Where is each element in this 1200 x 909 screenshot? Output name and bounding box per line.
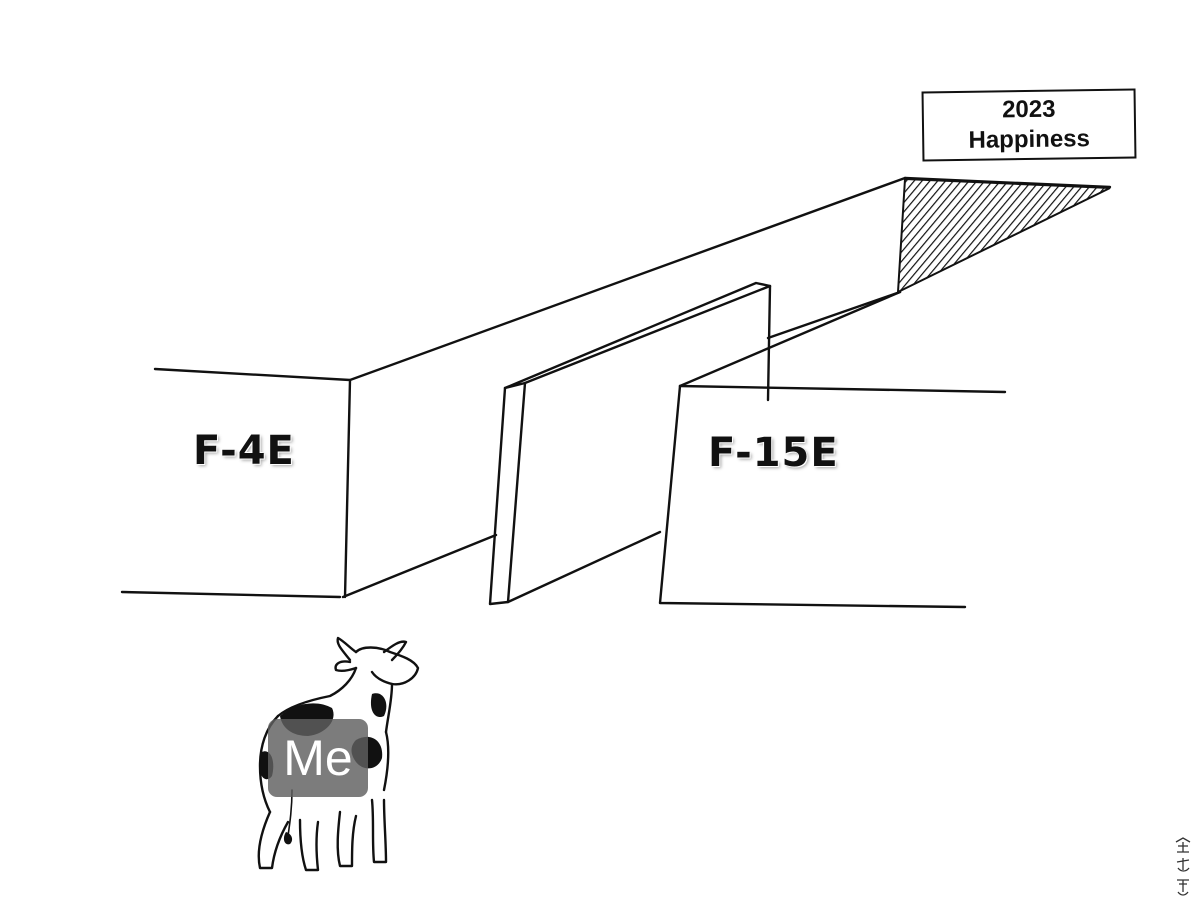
right-wall [658,290,1007,609]
sign-text: Happiness [968,125,1091,154]
artist-signature-icon [1175,837,1191,896]
sign-year: 2023 [1001,95,1056,124]
right-wall-label: F-15E [708,430,839,476]
exit-corridor [896,176,1112,294]
left-wall [120,176,907,599]
me-label: Me [268,719,368,797]
goal-sign: 2023 Happiness [921,88,1137,162]
middle-slab [488,281,772,606]
left-wall-label: F-4E [193,428,295,474]
